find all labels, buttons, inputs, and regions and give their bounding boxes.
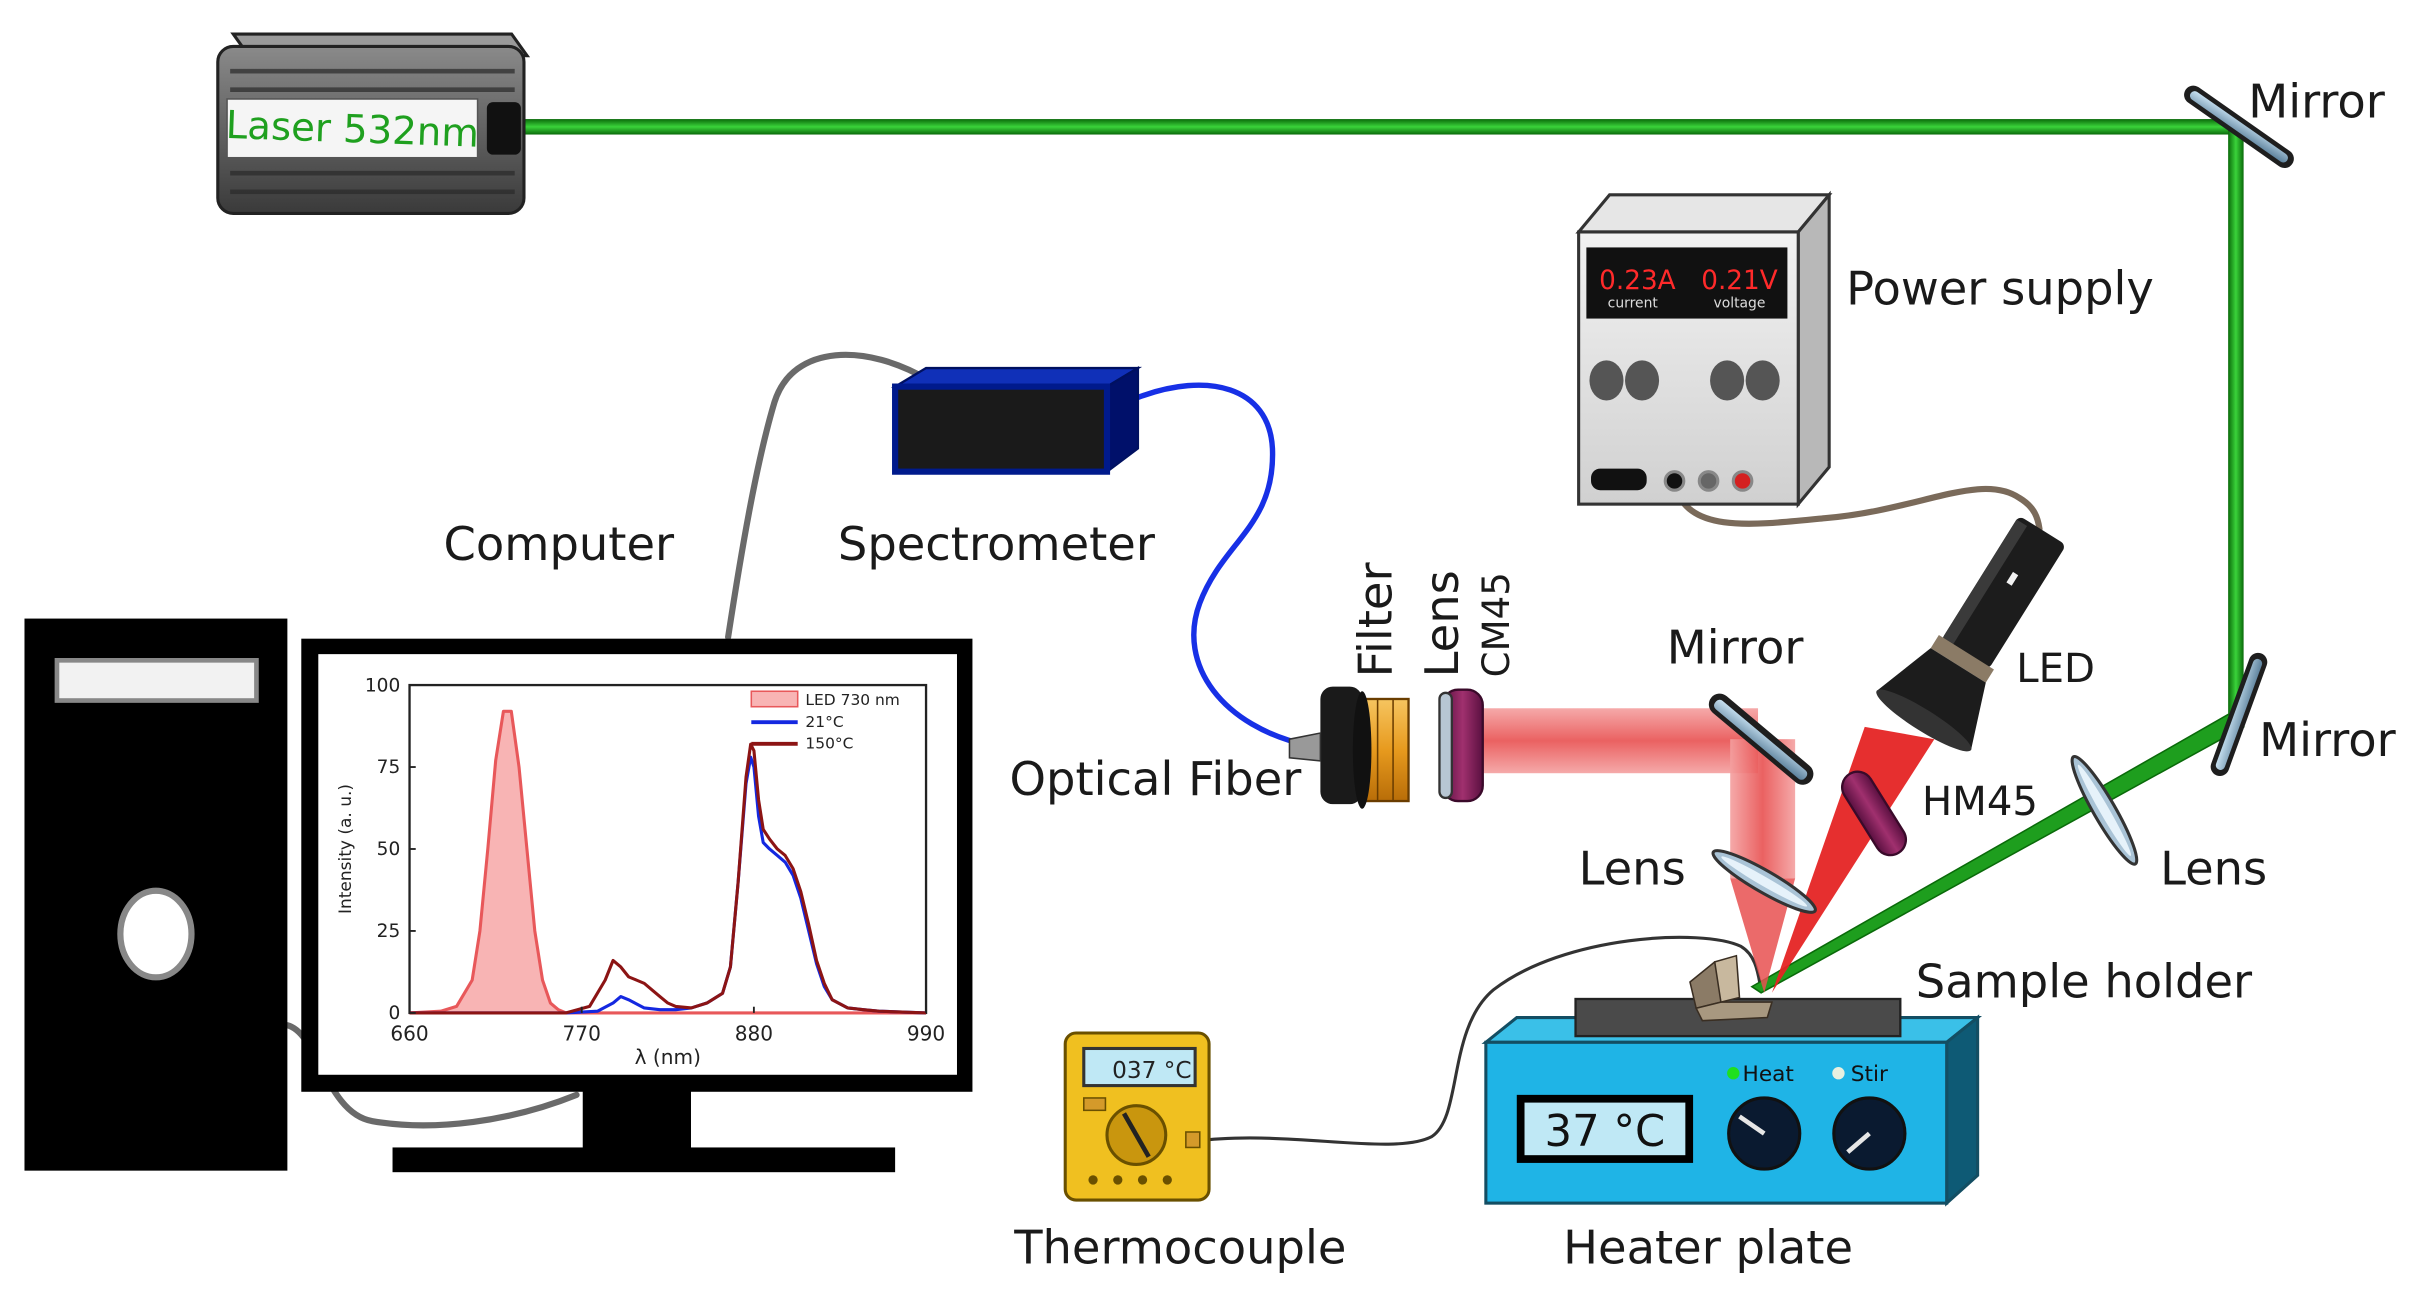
laser-label: Laser 532nm [225, 103, 480, 157]
label-lens-right: Lens [2160, 842, 2267, 896]
voltage-knob-2 [1745, 360, 1780, 401]
x-tick-label: 990 [907, 1022, 945, 1046]
meter-jack [1185, 1131, 1201, 1149]
y-tick-label: 75 [377, 757, 401, 778]
thermocouple-meter: 037 °C [1063, 1031, 1211, 1202]
label-sample-holder: Sample holder [1916, 954, 2253, 1008]
computer-tower [24, 618, 288, 1171]
thermocouple-wire [1193, 935, 1763, 1146]
current-caption: current [1608, 296, 1659, 312]
laser-beam [519, 119, 2245, 994]
legend-label-150c: 150°C [805, 734, 853, 752]
optical-fiber-cable [1135, 382, 1311, 749]
x-tick-label: 660 [390, 1022, 428, 1046]
voltage-readout: 0.21V [1701, 266, 1777, 296]
x-tick-label: 770 [563, 1022, 601, 1046]
legend-swatch-led [750, 690, 799, 708]
meter-button [1083, 1097, 1107, 1112]
sample-holder [1689, 954, 1773, 1022]
hm45-lens [1840, 770, 1908, 857]
series-line-2 [409, 742, 927, 1015]
legend-label-led: LED 730 nm [805, 691, 899, 709]
label-thermocouple: Thermocouple [1013, 1220, 1346, 1274]
y-tick-label: 0 [388, 1003, 400, 1024]
laser-532nm: Laser 532nm [216, 32, 531, 215]
filter-assembly [1288, 686, 1410, 809]
thermocouple-readout: 037 °C [1112, 1057, 1191, 1084]
led-source [1876, 517, 2064, 752]
power-switch [1591, 468, 1647, 491]
spectrometer [890, 366, 1143, 475]
heat-label: Heat [1743, 1062, 1794, 1087]
label-mirror-right: Mirror [2259, 713, 2397, 767]
monitor [301, 638, 973, 1173]
component-labels: Mirror Power supply Computer Spectromete… [444, 75, 2397, 1275]
legend-label-21c: 21°C [805, 713, 843, 731]
power-button [117, 887, 195, 981]
label-computer: Computer [444, 517, 675, 571]
current-knob-2 [1625, 360, 1660, 401]
lens-right [2070, 754, 2139, 866]
chart-legend: LED 730 nm 21°C 150°C [750, 690, 900, 752]
stir-indicator [1832, 1067, 1845, 1080]
y-tick-label: 100 [365, 675, 400, 696]
current-knob-1 [1589, 360, 1624, 401]
label-hm45: HM45 [1922, 779, 2038, 825]
label-spectrometer: Spectrometer [838, 517, 1156, 571]
series-area-0 [409, 711, 927, 1013]
chart-series-group [409, 709, 927, 1015]
label-optical-fiber: Optical Fiber [1010, 752, 1303, 806]
drive-bay [54, 658, 259, 703]
terminal-black [1663, 470, 1686, 492]
y-tick-label: 25 [377, 921, 401, 942]
label-mirror-middle: Mirror [1667, 620, 1805, 674]
y-axis-label: Intensity (a. u.) [336, 784, 356, 914]
label-lens-left: Lens [1579, 842, 1686, 896]
series-line-0 [409, 709, 927, 1015]
heater-temp-readout: 37 °C [1545, 1107, 1666, 1157]
terminal-red [1731, 470, 1754, 492]
heater-plate: 37 °C Heat Stir [1481, 997, 1983, 1207]
current-readout: 0.23A [1599, 266, 1675, 296]
mirror-right [2210, 652, 2268, 777]
y-tick-label: 50 [377, 839, 401, 860]
chart-ticks-group: 660 770 880 990 0 25 50 75 100 [365, 675, 945, 1045]
voltage-knob-1 [1710, 360, 1745, 401]
label-heater-plate: Heater plate [1563, 1220, 1853, 1274]
label-cm45: CM45 [1475, 572, 1518, 677]
label-power-supply: Power supply [1846, 262, 2154, 316]
label-mirror-top: Mirror [2248, 75, 2386, 129]
cm45-lens [1438, 688, 1484, 803]
mirror-top [2184, 85, 2294, 169]
x-tick-label: 880 [735, 1022, 773, 1046]
label-led: LED [2016, 646, 2095, 692]
stir-label: Stir [1851, 1062, 1888, 1087]
x-axis-label: λ (nm) [635, 1045, 701, 1069]
lens-left [1711, 849, 1817, 914]
voltage-caption: voltage [1713, 296, 1765, 312]
heat-indicator [1727, 1067, 1740, 1080]
led-beam [1482, 708, 1935, 993]
spectrum-chart: 660 770 880 990 0 25 50 75 100 λ (nm) Intensity … [336, 675, 945, 1069]
computer-spectrometer-cable [725, 351, 933, 641]
label-filter: Filter [1349, 562, 1403, 678]
power-supply-led-cable [1671, 480, 2043, 532]
terminal-gray [1697, 470, 1720, 492]
label-lens-vertical: Lens [1415, 570, 1469, 677]
power-supply: 0.23A current 0.21V voltage [1575, 190, 1833, 509]
mirror-middle [1708, 693, 1814, 785]
